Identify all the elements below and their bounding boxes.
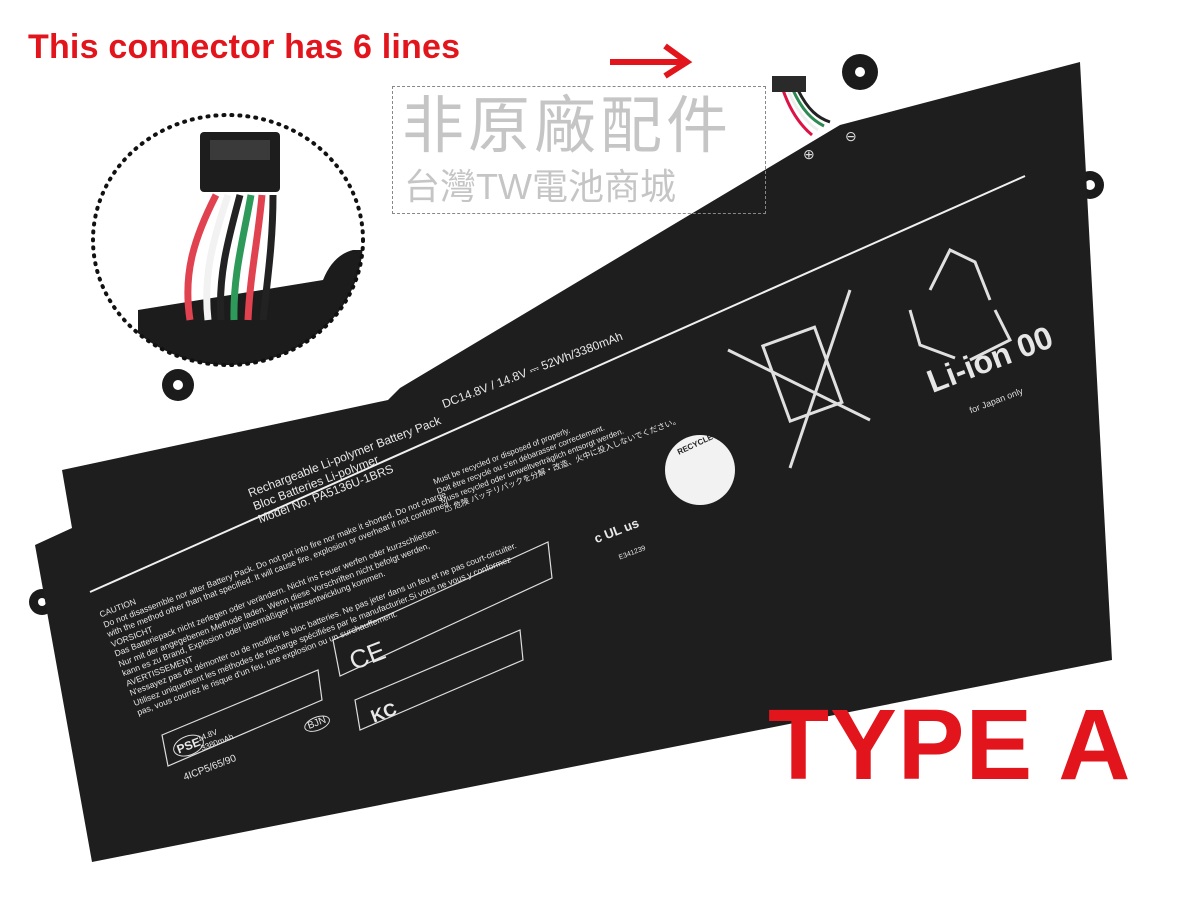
red-arrow-icon	[610, 43, 693, 79]
connector-plug	[772, 76, 806, 92]
minus-terminal-icon: ⊖	[845, 128, 857, 144]
annotation-headline: This connector has 6 lines	[28, 28, 461, 66]
plus-terminal-icon: ⊕	[803, 146, 815, 162]
ce-box	[332, 541, 553, 677]
type-label: TYPE A	[768, 689, 1132, 801]
kc-box	[354, 629, 524, 731]
recycle-badge	[665, 435, 735, 505]
battery-cable	[781, 89, 831, 137]
watermark-line2: 台灣TW電池商城	[404, 166, 676, 207]
crossed-bin-icon	[727, 289, 871, 469]
watermark-box	[392, 86, 766, 214]
watermark-line1: 非原廠配件	[402, 92, 733, 161]
recycle-icon	[908, 248, 1013, 362]
connector-zoom-inset	[91, 113, 365, 367]
pse-box	[161, 669, 323, 767]
